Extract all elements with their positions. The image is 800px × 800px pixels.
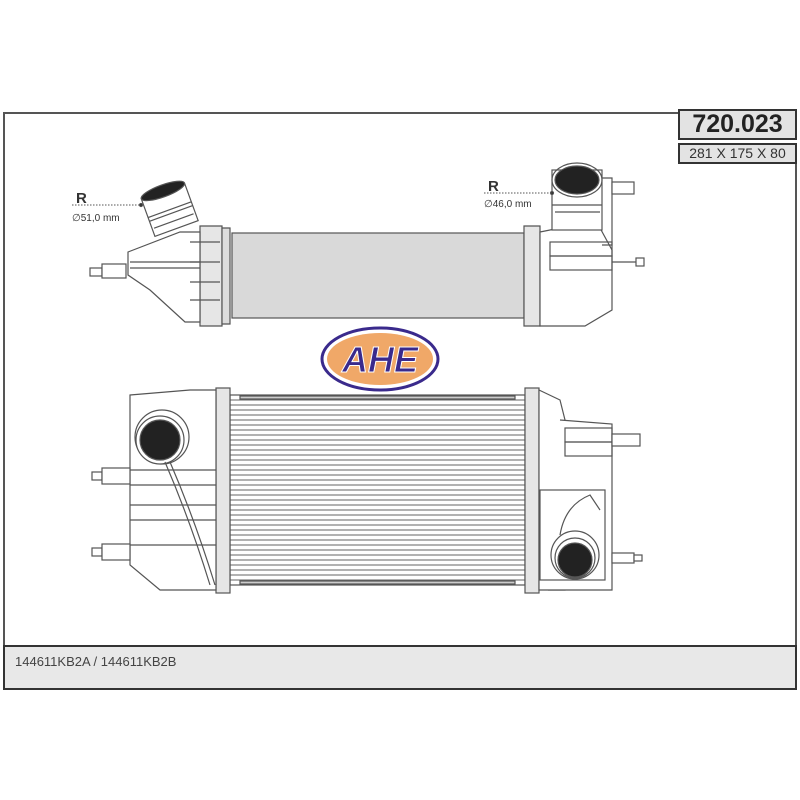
inlet-right-diameter: ∅46,0 mm — [484, 199, 532, 210]
part-number: 720.023 — [692, 110, 783, 138]
inlet-left-label: R — [76, 190, 87, 207]
footer-panel: 144611KB2A / 144611KB2B — [3, 645, 797, 690]
drawing-frame-right-edge — [795, 163, 797, 645]
oem-references: 144611KB2A / 144611KB2B — [15, 654, 177, 669]
front-view — [91, 387, 643, 594]
top-view — [89, 162, 645, 327]
top-core — [231, 232, 525, 319]
dimensions-box: 281 X 175 X 80 — [678, 143, 797, 164]
ahe-logo: AHE — [320, 326, 440, 392]
dimensions: 281 X 175 X 80 — [689, 145, 786, 161]
inlet-left-diameter: ∅51,0 mm — [72, 213, 120, 224]
logo-text: AHE — [341, 339, 419, 380]
inlet-right-label: R — [488, 178, 499, 195]
part-number-box: 720.023 — [678, 109, 797, 140]
